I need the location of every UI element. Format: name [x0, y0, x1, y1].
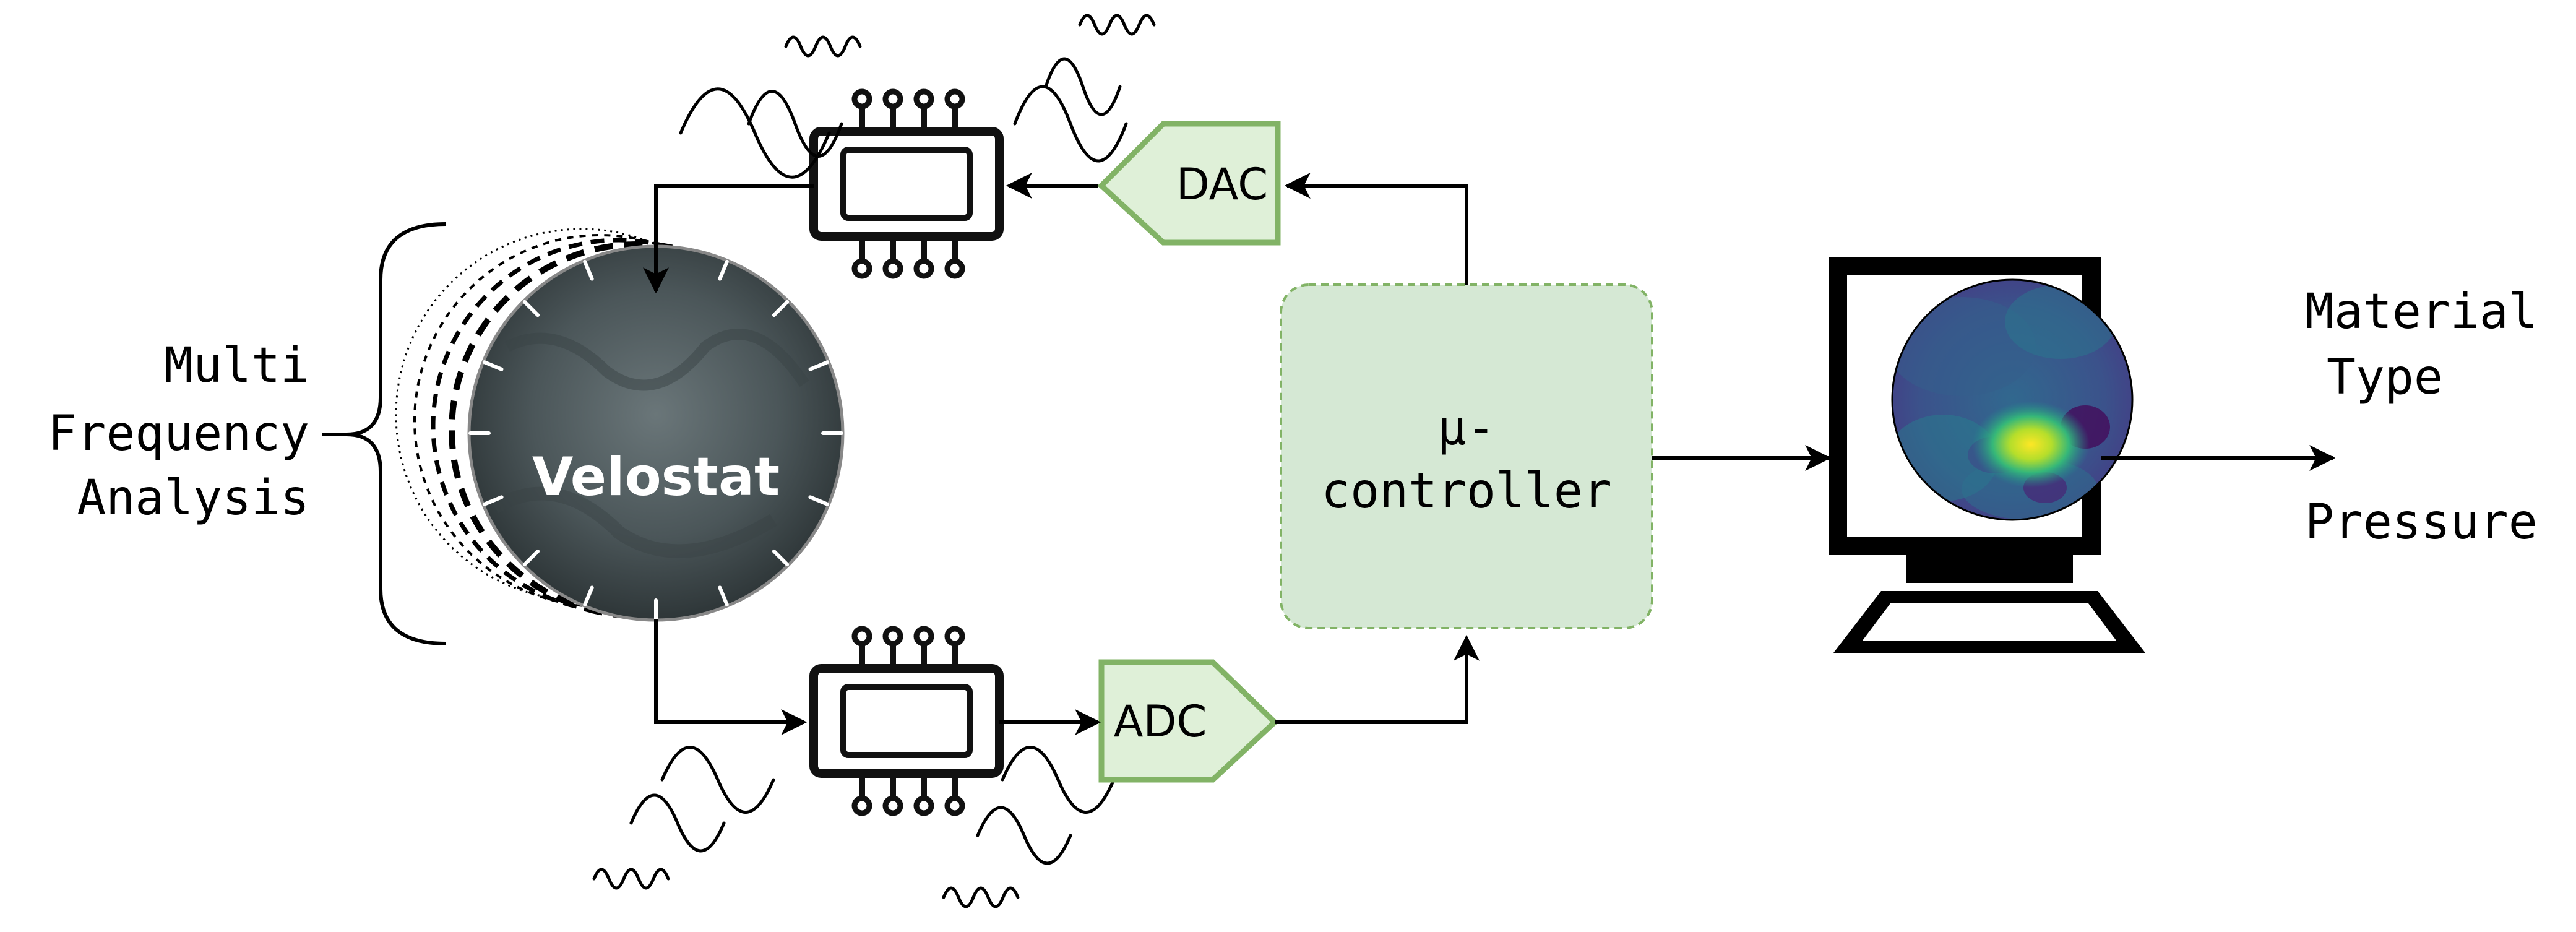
arrow-chip-to-velostat	[643, 184, 814, 294]
electrode-ring	[468, 246, 843, 621]
adc-converter: ADC	[1098, 659, 1279, 783]
electrode-mark	[718, 259, 729, 281]
label-line-1: Multi	[164, 338, 309, 394]
sine-wave-icon	[784, 35, 862, 58]
arrow-controller-to-dac	[1284, 173, 1468, 285]
sine-wave-icon	[629, 793, 726, 853]
sine-wave-icon	[660, 746, 775, 814]
output-material-line-2: Type	[2327, 350, 2443, 405]
sense-chip-icon	[809, 626, 1004, 816]
adc-label: ADC	[1114, 696, 1207, 747]
arrow-adc-to-controller	[1275, 634, 1480, 724]
sine-wave-icon	[1001, 746, 1116, 814]
sine-wave-icon	[679, 87, 831, 179]
velostat-label: Velostat	[532, 446, 780, 508]
curly-brace	[346, 222, 446, 645]
label-line-3: Analysis	[77, 470, 309, 526]
controller-label-line-2: controller	[1321, 464, 1612, 519]
driver-chip-icon	[809, 88, 1004, 279]
dac-label: DAC	[1176, 159, 1268, 210]
electrode-mark	[482, 495, 504, 506]
electrode-mark	[772, 300, 790, 317]
electrode-mark	[522, 549, 540, 567]
output-material-line-1: Material	[2305, 284, 2538, 340]
electrode-mark	[583, 585, 594, 607]
sine-wave-icon	[747, 90, 843, 158]
output-labels: Material Type Pressure	[2305, 284, 2538, 550]
electrode-mark	[808, 495, 830, 506]
label-line-2: Frequency	[48, 406, 309, 462]
sine-wave-icon	[1044, 57, 1122, 116]
dac-converter: DAC	[1097, 121, 1281, 246]
connectors	[643, 173, 2336, 735]
computer-monitor-icon	[1829, 257, 2145, 653]
electrode-mark	[772, 549, 790, 567]
electrode-mark	[583, 259, 594, 281]
sine-wave-icon	[976, 806, 1072, 865]
velostat-disc: Velostat	[467, 244, 845, 622]
controller-label-line-1: μ-	[1437, 400, 1496, 456]
microcontroller-block: μ- controller	[1280, 283, 1653, 629]
sine-wave-icon	[1013, 85, 1128, 163]
electrode-mark	[718, 585, 729, 607]
output-pressure: Pressure	[2305, 494, 2538, 550]
sine-wave-icon	[592, 868, 670, 890]
sine-wave-icon	[1078, 14, 1156, 36]
electrode-mark	[482, 360, 504, 371]
arrow-velostat-to-chip	[654, 619, 808, 735]
electrode-mark	[808, 360, 830, 371]
sine-wave-icon	[942, 886, 1020, 908]
multi-frequency-label: Multi Frequency Analysis	[48, 338, 309, 526]
signal-waves	[592, 14, 1156, 908]
electrode-mark	[522, 300, 540, 317]
